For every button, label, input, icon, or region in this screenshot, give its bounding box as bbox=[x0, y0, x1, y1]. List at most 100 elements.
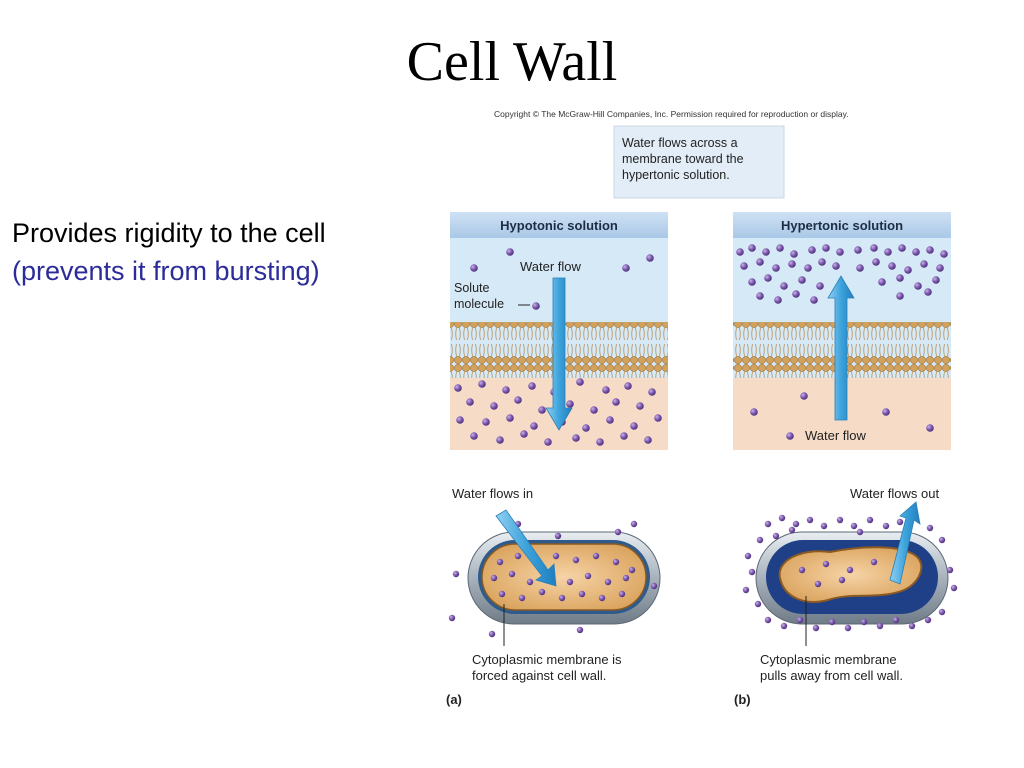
solute-molecule bbox=[798, 276, 806, 284]
solute-molecule bbox=[518, 594, 526, 602]
solute-molecule bbox=[776, 244, 784, 252]
copyright-text: Copyright © The McGraw-Hill Companies, I… bbox=[494, 109, 849, 119]
solute-molecule bbox=[764, 520, 772, 528]
solute-molecule bbox=[514, 552, 522, 560]
solute-molecule bbox=[736, 248, 744, 256]
solute-molecule bbox=[920, 260, 928, 268]
solute-molecule bbox=[636, 402, 644, 410]
solute-molecules bbox=[736, 244, 948, 440]
solute-molecule bbox=[866, 516, 874, 524]
solute-molecule bbox=[896, 518, 904, 526]
solute-molecule bbox=[624, 382, 632, 390]
solute-molecule bbox=[558, 594, 566, 602]
solute-molecule bbox=[754, 600, 762, 608]
solute-molecule bbox=[940, 250, 948, 258]
solute-molecule bbox=[646, 254, 654, 262]
solute-molecule bbox=[602, 386, 610, 394]
solute-molecules bbox=[448, 520, 658, 638]
solute-molecule bbox=[572, 556, 580, 564]
solute-molecule bbox=[836, 516, 844, 524]
solute-molecule bbox=[620, 432, 628, 440]
solute-molecule bbox=[786, 432, 794, 440]
bullet-text: Provides rigidity to the cell bbox=[12, 218, 326, 248]
solute-molecule bbox=[650, 582, 658, 590]
solute-molecule bbox=[844, 624, 852, 632]
solute-molecule bbox=[566, 400, 574, 408]
solute-molecule bbox=[926, 524, 934, 532]
panel-a-caption: Cytoplasmic membrane is forced against c… bbox=[472, 652, 625, 683]
solute-molecule bbox=[800, 392, 808, 400]
solute-molecule bbox=[544, 438, 552, 446]
solute-molecule bbox=[946, 566, 954, 574]
solute-molecule bbox=[488, 630, 496, 638]
solute-molecule bbox=[936, 264, 944, 272]
solute-molecule bbox=[514, 396, 522, 404]
solute-molecule bbox=[804, 264, 812, 272]
solute-molecule bbox=[926, 246, 934, 254]
solute-molecule bbox=[790, 250, 798, 258]
solute-molecule bbox=[914, 282, 922, 290]
bullet-subtext: (prevents it from bursting) bbox=[12, 256, 320, 286]
solute-molecule bbox=[748, 244, 756, 252]
solute-molecule bbox=[876, 622, 884, 630]
solute-molecule bbox=[926, 424, 934, 432]
solute-molecule-label: Solute molecule bbox=[454, 281, 504, 311]
solute-molecule bbox=[904, 266, 912, 274]
solute-molecule bbox=[456, 416, 464, 424]
solute-molecule bbox=[506, 248, 514, 256]
solute-molecule bbox=[566, 578, 574, 586]
solute-molecule bbox=[576, 378, 584, 386]
solute-molecule bbox=[938, 608, 946, 616]
solute-molecules bbox=[742, 514, 958, 632]
hypertonic-header bbox=[733, 212, 951, 238]
solute-molecule bbox=[878, 278, 886, 286]
solute-molecule bbox=[896, 274, 904, 282]
solute-molecule bbox=[628, 566, 636, 574]
solute-molecule bbox=[792, 290, 800, 298]
solute-molecule bbox=[810, 296, 818, 304]
solute-molecule bbox=[612, 398, 620, 406]
solute-molecule bbox=[506, 414, 514, 422]
water-flows-in-arrow bbox=[495, 509, 557, 587]
solute-molecule bbox=[748, 568, 756, 576]
solute-molecule bbox=[590, 406, 598, 414]
solute-molecule bbox=[630, 422, 638, 430]
solute-molecule bbox=[502, 386, 510, 394]
solute-molecule bbox=[740, 262, 748, 270]
water-flows-out-arrow bbox=[889, 501, 921, 585]
solute-molecule bbox=[816, 282, 824, 290]
solute-molecule bbox=[748, 278, 756, 286]
shrunken-cytoplasm bbox=[778, 546, 923, 603]
solute-molecule bbox=[838, 576, 846, 584]
water-flows-in-label: Water flows in bbox=[452, 486, 533, 501]
solute-molecule bbox=[892, 616, 900, 624]
solute-molecule bbox=[622, 264, 630, 272]
solute-molecule bbox=[582, 424, 590, 432]
solute-molecule bbox=[798, 566, 806, 574]
solute-molecule bbox=[644, 436, 652, 444]
osmosis-figure: Copyright © The McGraw-Hill Companies, I… bbox=[446, 109, 958, 707]
solute-molecule bbox=[772, 532, 780, 540]
solute-molecule bbox=[884, 248, 892, 256]
solute-molecule bbox=[744, 552, 752, 560]
cytoplasm bbox=[481, 543, 647, 611]
solute-molecule bbox=[654, 414, 662, 422]
solute-molecule bbox=[756, 536, 764, 544]
solute-molecule bbox=[792, 520, 800, 528]
solute-molecule bbox=[532, 302, 540, 310]
solute-molecule bbox=[750, 408, 758, 416]
solute-molecule bbox=[742, 586, 750, 594]
solute-molecule bbox=[614, 528, 622, 536]
solute-molecule bbox=[856, 264, 864, 272]
solute-molecule bbox=[808, 246, 816, 254]
water-flow-label: Water flow bbox=[520, 259, 582, 274]
solute-molecule bbox=[860, 618, 868, 626]
panel-b-caption: Cytoplasmic membrane pulls away from cel… bbox=[760, 652, 903, 683]
solute-molecule bbox=[828, 618, 836, 626]
solute-molecule bbox=[756, 258, 764, 266]
solute-molecule bbox=[470, 432, 478, 440]
solute-molecule bbox=[592, 552, 600, 560]
solute-molecule bbox=[796, 616, 804, 624]
solute-molecule bbox=[924, 288, 932, 296]
callout-box bbox=[613, 125, 785, 199]
